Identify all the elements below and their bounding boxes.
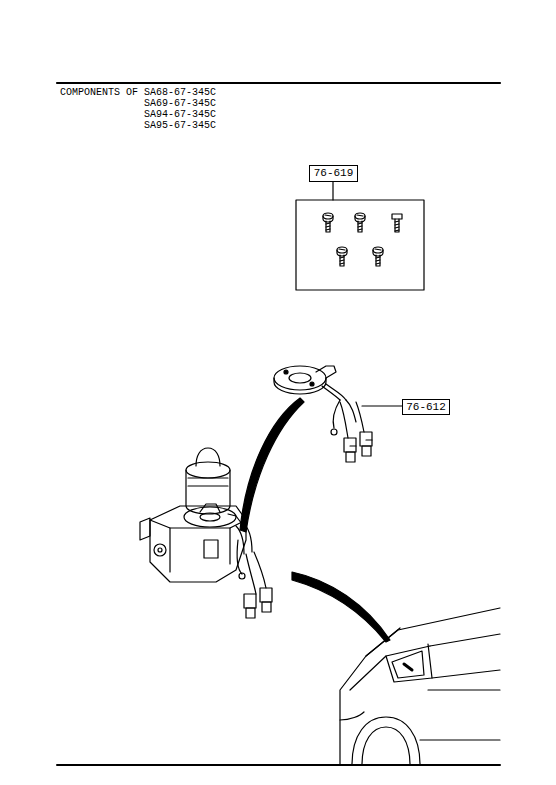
leader-line: [332, 182, 333, 200]
reference-arrow: [292, 572, 390, 642]
top-rule: [57, 82, 500, 84]
callout-number: 76-619: [314, 167, 354, 179]
callout-box: 76-612: [402, 399, 450, 415]
callout-number: 76-612: [406, 401, 446, 413]
screw-set: [323, 213, 402, 266]
callout-box: 76-619: [309, 165, 358, 182]
leader-line: [362, 405, 403, 406]
bottom-rule: [57, 764, 500, 766]
reference-arrow: [240, 398, 304, 532]
heading: COMPONENTS OF SA68-67-345C SA69-67-345C …: [60, 87, 222, 131]
vehicle-view: [340, 608, 500, 765]
screw-set-frame: [296, 200, 424, 290]
